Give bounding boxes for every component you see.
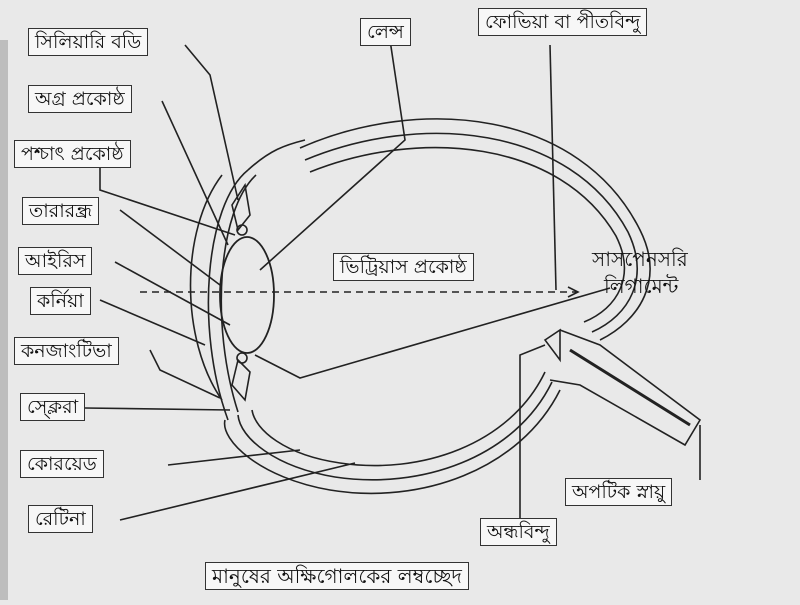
label-choroid: কোরয়েড bbox=[20, 450, 104, 478]
retina-outline bbox=[251, 146, 626, 467]
label-anterior-chamber: অগ্র প্রকোষ্ঠ bbox=[28, 85, 132, 113]
label-retina: রেটিনা bbox=[28, 505, 93, 533]
leader-suspensory bbox=[254, 287, 611, 379]
label-iris: আইরিস bbox=[18, 247, 93, 275]
label-suspensory-ligament-2: লিগামেন্ট bbox=[604, 274, 679, 298]
label-conjunctiva: কনজাংটিভা bbox=[14, 337, 119, 365]
leader-sclera bbox=[84, 407, 231, 411]
leader-posterior bbox=[99, 165, 236, 236]
label-fovea: ফোভিয়া বা পীতবিন্দু bbox=[478, 8, 648, 36]
diagram-title: মানুষের অক্ষিগোলকের লম্বচ্ছেদ bbox=[205, 562, 469, 590]
sclera-outline bbox=[223, 118, 651, 495]
left-edge-bar bbox=[0, 40, 8, 600]
choroid-outline bbox=[237, 132, 638, 481]
label-blind-spot: অন্ধবিন্দু bbox=[480, 518, 557, 546]
label-vitreous-chamber: ভিট্রিয়াস প্রকোষ্ঠ bbox=[333, 253, 474, 281]
label-suspensory-ligament-1: সাসপেনসরি bbox=[592, 247, 688, 271]
blind-spot-wedge bbox=[543, 328, 561, 363]
leader-ciliary bbox=[184, 44, 239, 201]
leader-pupil bbox=[119, 209, 221, 286]
leader-conjunctiva bbox=[149, 349, 221, 399]
leader-anterior bbox=[161, 100, 229, 246]
label-cornea: কর্নিয়া bbox=[30, 287, 91, 315]
label-ciliary-body: সিলিয়ারি বডি bbox=[28, 28, 149, 56]
leader-choroid bbox=[167, 449, 301, 466]
leader-fovea bbox=[549, 44, 557, 291]
cornea-outline bbox=[207, 169, 249, 421]
leader-retina bbox=[119, 462, 356, 521]
label-posterior-chamber: পশ্চাৎ প্রকোষ্ঠ bbox=[14, 140, 131, 168]
leader-blind-spot bbox=[519, 344, 546, 520]
leader-lens bbox=[259, 39, 406, 271]
leader-iris bbox=[114, 261, 231, 326]
leader-cornea bbox=[99, 299, 206, 346]
label-pupil: তারারন্ধ্র bbox=[22, 197, 100, 225]
label-optic-nerve: অপটিক স্নায়ু bbox=[565, 478, 673, 506]
label-lens: লেন্স bbox=[360, 18, 411, 46]
iris-lower bbox=[231, 358, 251, 402]
iris-upper bbox=[231, 182, 251, 232]
label-sclera: স্ক্লেরা bbox=[20, 393, 86, 421]
conjunctiva-outline bbox=[189, 174, 223, 401]
lens-shape bbox=[219, 236, 275, 354]
optic-nerve-outline bbox=[549, 329, 702, 447]
